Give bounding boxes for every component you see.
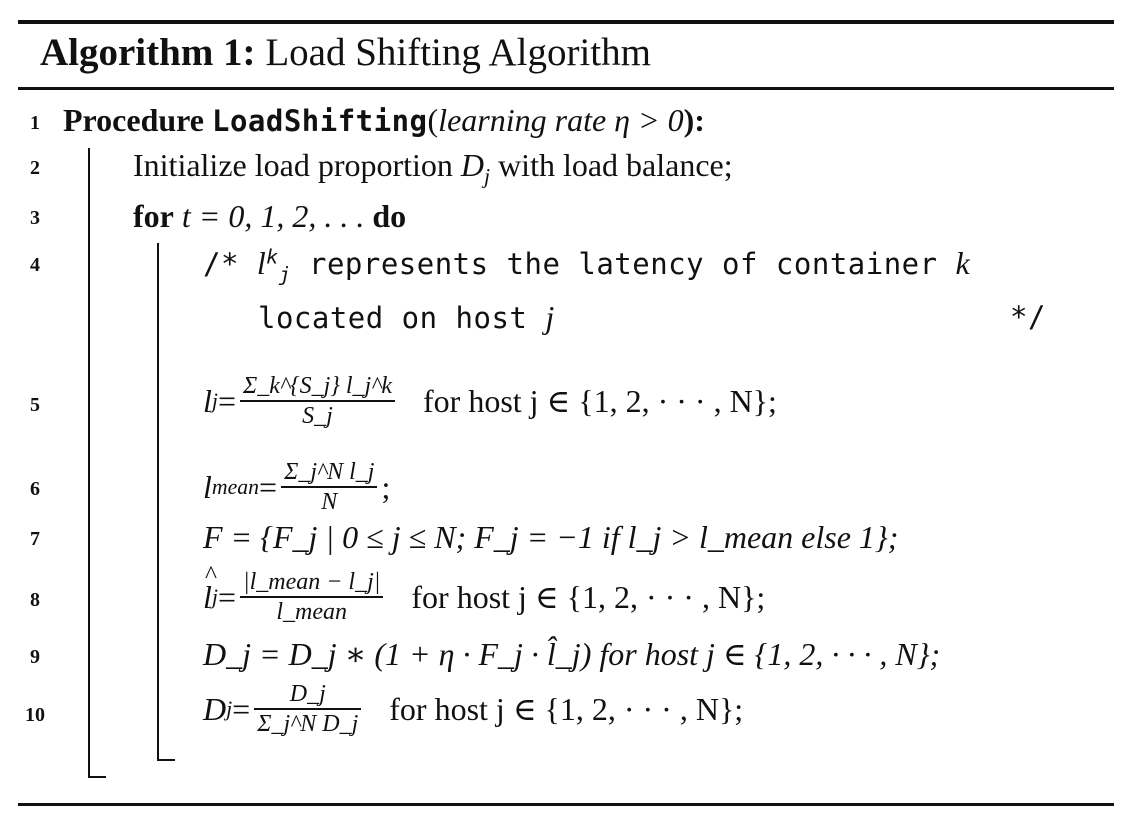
sub-j: j <box>484 164 491 189</box>
numerator: D_j <box>289 681 326 707</box>
init-text: Initialize load proportion <box>133 147 461 183</box>
line-number: 4 <box>30 254 40 276</box>
line-number: 1 <box>30 112 40 134</box>
fraction-bar <box>239 596 384 598</box>
lhs-var: l <box>203 383 212 419</box>
top-rule <box>18 20 1114 24</box>
comment-text-2: located on host <box>258 301 546 335</box>
init-line: Initialize load proportion Dj with load … <box>133 145 733 189</box>
line-number: 6 <box>30 478 40 500</box>
do-keyword: do <box>372 198 407 234</box>
for-keyword: for <box>133 198 174 234</box>
paren-open: ( <box>427 102 439 138</box>
title-rule <box>18 87 1114 90</box>
denominator: N <box>321 489 338 515</box>
line-number: 10 <box>25 704 45 726</box>
lhs-var: D <box>203 691 227 727</box>
for-line: for t = 0, 1, 2, . . . do <box>133 196 406 236</box>
host-range: for host j ∈ {1, 2, · · · , N}; <box>423 383 777 419</box>
procedure-keyword: Procedure <box>63 102 204 138</box>
denominator: S_j <box>302 403 333 429</box>
comment-close: */ <box>1010 300 1046 334</box>
lhs-var: l <box>203 469 212 505</box>
fraction: D_j Σ_j^N D_j <box>254 680 362 738</box>
fraction: Σ_k^{S_j} l_j^k S_j <box>239 372 395 430</box>
procedure-name: LoadShifting <box>212 104 428 138</box>
host-range: for host j ∈ {1, 2, · · · , N}; <box>389 691 744 727</box>
numerator: |l_mean − l_j| <box>242 569 381 595</box>
lhs-var-hat: l <box>203 555 217 617</box>
sub-j: j <box>278 262 292 286</box>
line-number: 2 <box>30 157 40 179</box>
comment-line-2: located on host j <box>258 297 555 338</box>
var-l: l <box>256 245 267 281</box>
sup-k: k <box>266 245 279 269</box>
fraction: Σ_j^N l_j N <box>281 458 378 516</box>
line-number: 9 <box>30 646 40 668</box>
fraction-bar <box>239 400 395 402</box>
fraction-bar <box>281 486 378 488</box>
var-k: k <box>955 245 971 281</box>
line-number: 7 <box>30 528 40 550</box>
var-j: j <box>545 299 555 335</box>
procedure-block-end <box>88 776 106 778</box>
equals: = <box>232 691 251 727</box>
init-text-end: with load balance; <box>490 147 733 183</box>
comment-text: represents the latency of container <box>291 247 956 281</box>
equals: = <box>217 383 236 419</box>
semicolon: ; <box>381 469 391 505</box>
procedure-line: Procedure LoadShifting(learning rate η >… <box>63 100 705 141</box>
fraction: |l_mean − l_j| l_mean <box>239 568 384 626</box>
normalized-line: lj = |l_mean − l_j| l_mean for host j ∈ … <box>203 555 766 626</box>
flag-line: F = {F_j | 0 ≤ j ≤ N; F_j = −1 if l_j > … <box>203 519 899 555</box>
procedure-arg: learning rate η > 0 <box>438 102 684 138</box>
equals: = <box>259 469 278 505</box>
numerator: Σ_j^N l_j <box>284 459 375 485</box>
equals: = <box>217 579 236 615</box>
denominator: Σ_j^N D_j <box>257 711 359 737</box>
for-expression: t = 0, 1, 2, . . . <box>173 198 373 234</box>
paren-close: ): <box>683 102 705 138</box>
line-number: 5 <box>30 394 40 416</box>
fraction-bar <box>254 708 362 710</box>
denominator: l_mean <box>276 599 347 625</box>
numerator: Σ_k^{S_j} l_j^k <box>242 373 392 399</box>
bottom-rule <box>18 803 1114 806</box>
line-number: 3 <box>30 207 40 229</box>
line-number: 8 <box>30 589 40 611</box>
update-line: D_j = D_j ∗ (1 + η · F_j · l̂_j) for hos… <box>203 636 941 672</box>
comment-open: /* <box>203 247 257 281</box>
for-block-line <box>157 243 159 761</box>
algorithm-label: Algorithm 1: <box>40 31 256 74</box>
host-range: for host j ∈ {1, 2, · · · , N}; <box>411 579 766 615</box>
procedure-block-line <box>88 148 90 778</box>
algorithm-name: Load Shifting Algorithm <box>265 31 651 74</box>
algorithm-title: Algorithm 1: Load Shifting Algorithm <box>40 28 651 78</box>
comment-line-1: /* lkj represents the latency of contain… <box>203 243 970 284</box>
for-block-end <box>157 759 175 761</box>
var-d: D <box>460 147 485 183</box>
